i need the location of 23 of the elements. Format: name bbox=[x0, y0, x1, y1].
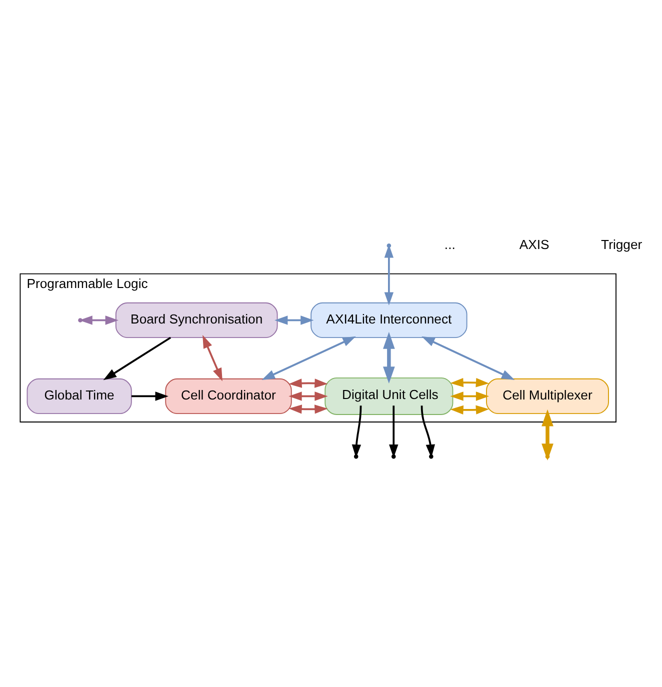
arrow bbox=[288, 404, 328, 414]
arrow bbox=[274, 316, 314, 325]
arrow bbox=[383, 332, 395, 384]
node-box: AXI4Lite Interconnect bbox=[310, 302, 468, 338]
label: ... bbox=[444, 237, 456, 252]
arrow bbox=[288, 392, 328, 401]
arrow bbox=[103, 336, 172, 380]
arrow bbox=[422, 336, 515, 380]
arrow bbox=[202, 335, 222, 382]
arrow bbox=[262, 336, 356, 380]
node-box: Global Time bbox=[26, 378, 132, 414]
arrow bbox=[131, 392, 168, 401]
arrow bbox=[288, 378, 328, 388]
label: AXIS bbox=[519, 237, 550, 252]
arrow bbox=[450, 405, 490, 415]
arrow bbox=[384, 244, 394, 306]
label: Trigger bbox=[601, 237, 642, 252]
node-box: Board Synchronisation bbox=[115, 302, 278, 338]
node-box: Digital Unit Cells bbox=[324, 377, 454, 415]
node-box: Cell Coordinator bbox=[165, 378, 292, 414]
node-box: Cell Multiplexer bbox=[486, 378, 609, 414]
arrow bbox=[450, 378, 490, 388]
arrow bbox=[450, 392, 490, 401]
